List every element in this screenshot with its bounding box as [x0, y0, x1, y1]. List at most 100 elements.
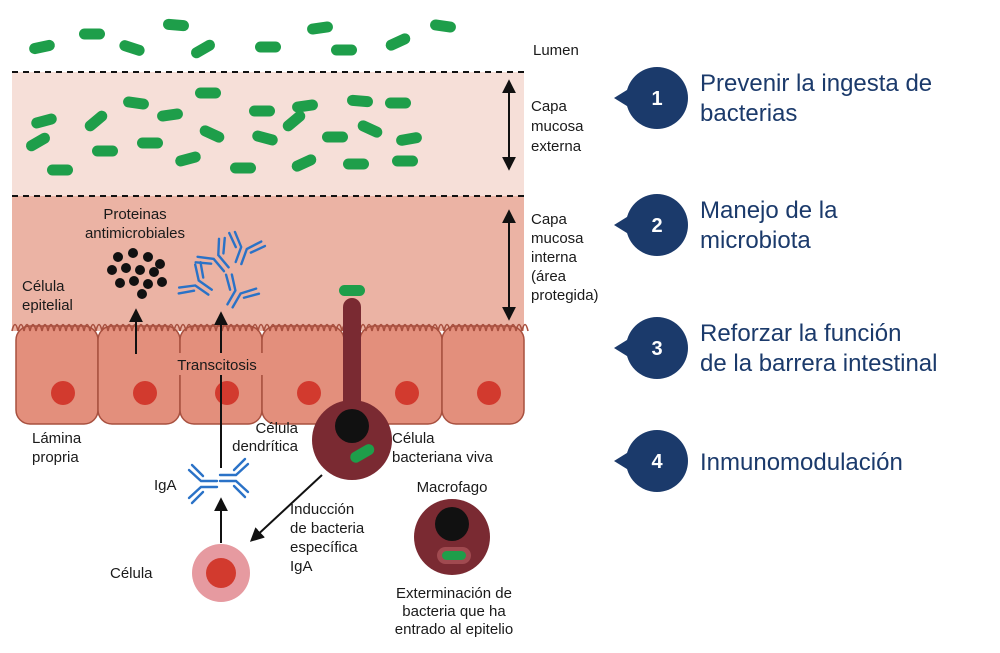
- bacterium: [123, 96, 149, 110]
- antimicrobial-protein: [143, 252, 153, 262]
- bacterium: [29, 39, 55, 55]
- dendritic-cell-process: [343, 298, 361, 428]
- bacterium: [47, 164, 73, 176]
- step-badge: [626, 67, 688, 129]
- step-3: 3 Reforzar la función de la barrera intest…: [614, 317, 937, 379]
- extermination-label-line: entrado al epitelio: [395, 621, 513, 638]
- step-badge: [626, 317, 688, 379]
- step-text-line: bacterias: [700, 100, 797, 127]
- bacterium: [385, 33, 411, 51]
- plasma-cell-nucleus: [206, 558, 236, 588]
- epithelial-cell-label: Célula epitelial: [22, 278, 73, 314]
- antimicrobial-label-line: antimicrobiales: [85, 225, 185, 242]
- inner-mucus-label-line: (área: [531, 268, 567, 285]
- extermination-label-line: bacteria que ha: [402, 603, 506, 620]
- antibody: [187, 463, 219, 505]
- antimicrobial-protein: [128, 248, 138, 258]
- transcytosis-label: Transcitosis: [177, 357, 256, 374]
- lumen-bacteria: [29, 18, 456, 59]
- bacterium: [430, 19, 456, 33]
- epithelial-label-line: Célula: [22, 278, 65, 295]
- bacterium: [26, 132, 50, 152]
- step-text-line: Prevenir la ingesta de: [700, 70, 932, 97]
- transcytosis-label-bg: [168, 353, 266, 375]
- epithelial-nucleus: [477, 381, 501, 405]
- induction-label-line: IgA: [290, 558, 313, 575]
- bacterium: [137, 137, 163, 149]
- outer-mucus-label: Capa mucosa externa: [531, 98, 584, 155]
- antibody: [228, 230, 267, 266]
- bacterium: [195, 87, 221, 99]
- dendritic-cell: [312, 298, 392, 480]
- epithelial-label-line: epitelial: [22, 297, 73, 314]
- epithelial-nucleus: [297, 381, 321, 405]
- macrophage: [414, 499, 490, 575]
- antibody: [194, 236, 230, 273]
- bacterium: [252, 130, 278, 146]
- induction-label-line: específica: [290, 539, 358, 556]
- dendritic-cell-nucleus: [335, 409, 369, 443]
- epithelial-nucleus: [215, 381, 239, 405]
- step-number: 3: [651, 338, 662, 360]
- epithelial-nucleus: [133, 381, 157, 405]
- outer-mucus-bacteria: [26, 87, 422, 176]
- macrophage-label: Macrofago: [417, 479, 488, 496]
- outer-mucus-label-line: Capa: [531, 98, 568, 115]
- antimicrobial-protein: [155, 259, 165, 269]
- bacterium: [249, 105, 275, 117]
- step-text-line: de la barrera intestinal: [700, 350, 937, 377]
- antimicrobial-protein: [129, 276, 139, 286]
- microvilli-edge: [11, 323, 529, 332]
- antibody: [224, 273, 261, 309]
- antimicrobial-protein: [115, 278, 125, 288]
- arrow-induction: [249, 474, 323, 542]
- antimicrobial-protein: [113, 252, 123, 262]
- antimicrobial-protein: [149, 267, 159, 277]
- engulfed-bacterium: [442, 551, 466, 560]
- antimicrobial-protein: [137, 289, 147, 299]
- antimicrobial-protein: [121, 263, 131, 273]
- bacterium: [163, 18, 189, 32]
- dendritic-label-line: dendrítica: [232, 438, 299, 455]
- bacterium: [79, 28, 105, 40]
- bacterium: [357, 120, 383, 138]
- outer-mucus-label-line: mucosa: [531, 118, 584, 135]
- live-bacteria-label-line: bacteriana viva: [392, 449, 494, 466]
- step-badge: [626, 430, 688, 492]
- bacterium: [385, 97, 411, 109]
- outer-mucus-label-line: externa: [531, 138, 582, 155]
- antimicrobial-protein: [157, 277, 167, 287]
- antimicrobial-proteins: [107, 248, 167, 299]
- bacterium: [84, 110, 108, 132]
- bacterium: [199, 125, 225, 143]
- epithelial-cell: [359, 325, 443, 425]
- bacterium: [292, 99, 318, 113]
- lamina-label-line: propria: [32, 449, 79, 466]
- lamina-label-line: Lámina: [32, 430, 82, 447]
- bacterium: [119, 40, 145, 56]
- bacterium: [396, 132, 422, 146]
- live-bacteria-label-line: Célula: [392, 430, 435, 447]
- inner-mucus-label-line: protegida): [531, 287, 599, 304]
- inner-mucus-label-line: Capa: [531, 211, 568, 228]
- antimicrobial-protein: [107, 265, 117, 275]
- bacterium: [31, 113, 57, 129]
- induction-label-line: Inducción: [290, 501, 354, 518]
- epithelial-cell: [441, 325, 525, 425]
- antimicrobial-protein: [143, 279, 153, 289]
- lamina-propria-label: Lámina propria: [32, 430, 82, 466]
- iga-label: IgA: [154, 477, 177, 494]
- bacterium: [282, 110, 306, 132]
- bacterium: [291, 154, 317, 172]
- macrophage-nucleus: [435, 507, 469, 541]
- step-text-line: Reforzar la función: [700, 320, 901, 347]
- plasma-cell-label: Célula: [110, 565, 153, 582]
